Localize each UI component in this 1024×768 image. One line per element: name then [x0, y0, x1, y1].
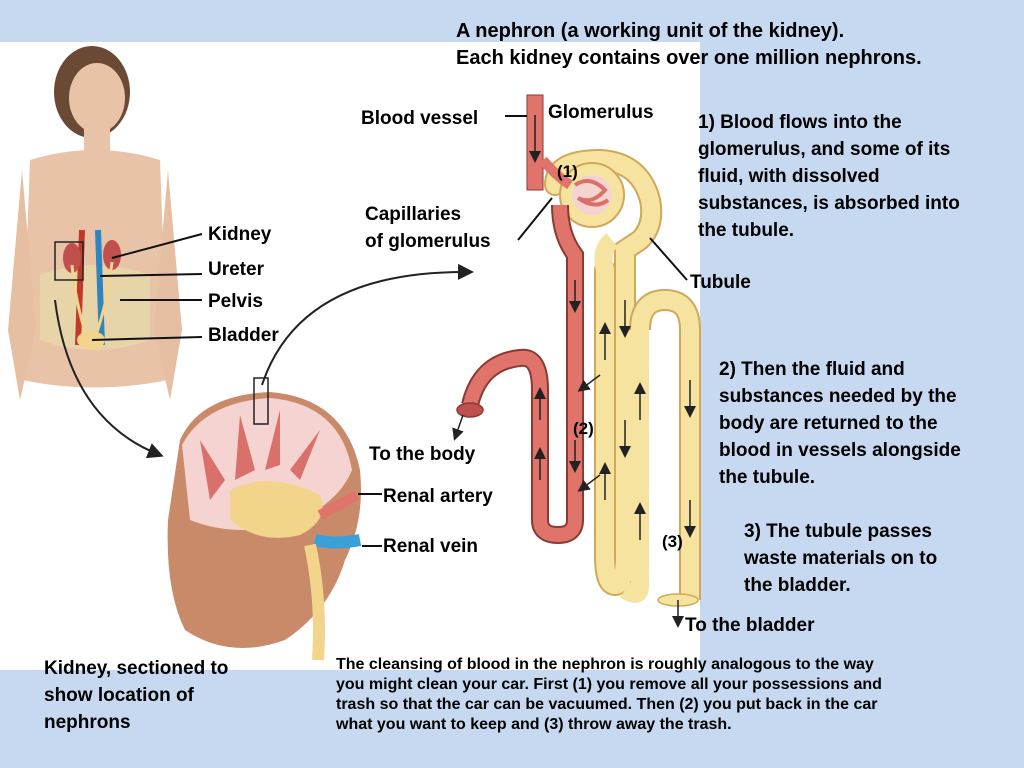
label-ureter: Ureter	[208, 259, 264, 280]
arrow-to-nephron	[261, 263, 474, 386]
step-2-line: blood in vessels alongside	[719, 440, 961, 461]
label-bladder: Bladder	[208, 325, 279, 346]
step-3-line: the bladder.	[744, 575, 851, 596]
step-3-note: 3) The tubule passes waste materials on …	[744, 518, 937, 599]
label-renal-artery: Renal artery	[383, 486, 493, 507]
nephron	[452, 94, 701, 628]
step-1-line: fluid, with dissolved	[698, 166, 880, 187]
kidney-section-caption: Kidney, sectioned to show location of ne…	[44, 655, 228, 736]
step-1-note: 1) Blood flows into the glomerulus, and …	[698, 109, 960, 244]
bottom-blue-band	[0, 670, 1024, 768]
step-2-line: the tubule.	[719, 467, 816, 488]
kidney-section	[167, 377, 362, 661]
step-3-line: 3) The tubule passes	[744, 521, 932, 542]
header-title: A nephron (a working unit of the kidney)…	[456, 20, 845, 42]
label-blood-vessel: Blood vessel	[361, 108, 479, 129]
caption-line: show location of	[44, 685, 194, 706]
caption-line: nephrons	[44, 712, 131, 733]
label-capillaries: Capillaries	[365, 204, 462, 225]
header-subtitle: Each kidney contains over one million ne…	[456, 47, 922, 69]
car-cleaning-analogy: The cleansing of blood in the nephron is…	[336, 655, 882, 735]
step-1-line: glomerulus, and some of its	[698, 139, 951, 160]
analogy-line: what you want to keep and (3) throw away…	[336, 716, 732, 733]
label-capillaries-2: of glomerulus	[365, 231, 491, 252]
right-blue-band	[700, 42, 1024, 670]
marker-step-1: (1)	[557, 162, 578, 181]
step-2-line: substances needed by the	[719, 386, 957, 407]
step-2-line: body are returned to the	[719, 413, 938, 434]
marker-step-3: (3)	[662, 532, 683, 551]
caption-line: Kidney, sectioned to	[44, 658, 229, 679]
step-1-line: the tubule.	[698, 220, 795, 241]
arrow-to-kidney-section	[54, 299, 164, 459]
top-blue-band	[0, 0, 1024, 42]
label-kidney: Kidney	[208, 224, 272, 245]
step-1-line: 1) Blood flows into the	[698, 112, 902, 133]
analogy-line: trash so that the car can be vacuumed. T…	[336, 696, 878, 713]
figure-leader-lines	[91, 233, 203, 341]
label-to-the-body: To the body	[369, 444, 476, 465]
step-1-line: substances, is absorbed into	[698, 193, 960, 214]
nephron-leader-lines	[505, 115, 688, 281]
marker-step-2: (2)	[573, 419, 594, 438]
step-3-line: waste materials on to	[744, 548, 938, 569]
analogy-line: The cleansing of blood in the nephron is…	[336, 656, 874, 673]
label-pelvis: Pelvis	[208, 291, 263, 312]
label-renal-vein: Renal vein	[383, 536, 479, 557]
label-tubule: Tubule	[690, 272, 751, 293]
step-2-note: 2) Then the fluid and substances needed …	[719, 356, 961, 491]
label-glomerulus: Glomerulus	[548, 102, 654, 123]
label-to-the-bladder: To the bladder	[685, 615, 815, 636]
human-figure	[8, 46, 182, 400]
analogy-line: you might clean your car. First (1) you …	[336, 676, 882, 693]
step-2-line: 2) Then the fluid and	[719, 359, 905, 380]
